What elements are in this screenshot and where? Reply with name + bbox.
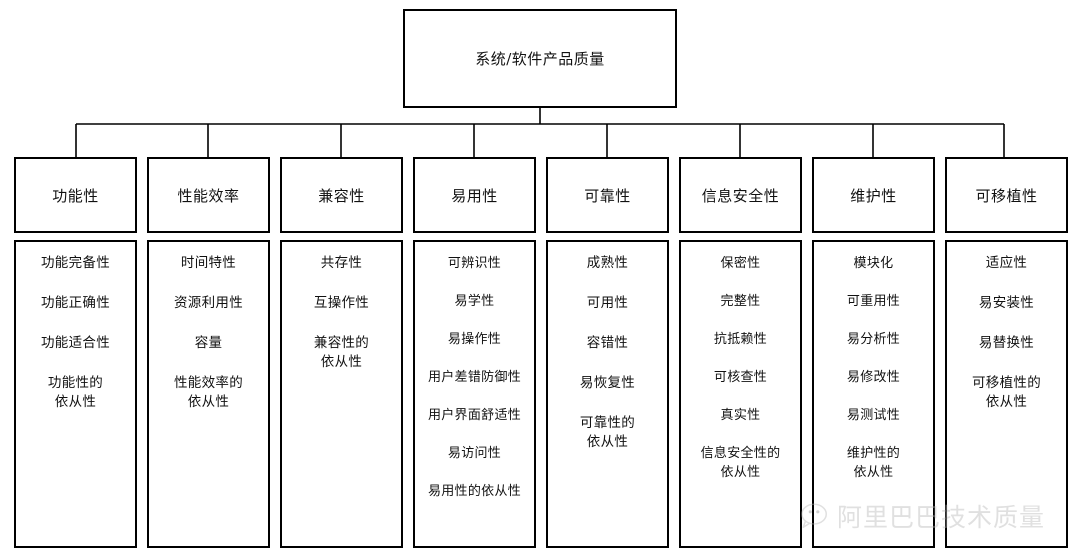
subitem-box-4: 可辨识性 易学性 易操作性 用户差错防御性 用户界面舒适性 易访问性 易用性的依… bbox=[413, 240, 536, 548]
sub-item: 容错性 bbox=[586, 335, 629, 351]
sub-item: 易替换性 bbox=[978, 335, 1035, 351]
category-box-3[interactable]: 兼容性 bbox=[280, 157, 403, 233]
sub-item: 性能效率的 依从性 bbox=[174, 375, 243, 410]
sub-item: 用户差错防御性 bbox=[427, 370, 522, 385]
sub-item: 容量 bbox=[194, 335, 223, 351]
subitem-box-6: 保密性 完整性 抗抵赖性 可核查性 真实性 信息安全性的 依从性 bbox=[679, 240, 802, 548]
subitem-box-2: 时间特性 资源利用性 容量 性能效率的 依从性 bbox=[147, 240, 270, 548]
subitem-box-1: 功能完备性 功能正确性 功能适合性 功能性的 依从性 bbox=[14, 240, 137, 548]
category-box-4[interactable]: 易用性 bbox=[413, 157, 536, 233]
subitem-box-8: 适应性 易安装性 易替换性 可移植性的 依从性 bbox=[945, 240, 1068, 548]
sub-item: 易测试性 bbox=[846, 408, 901, 423]
sub-item: 可靠性的 依从性 bbox=[579, 415, 636, 450]
category-box-2[interactable]: 性能效率 bbox=[147, 157, 270, 233]
category-label: 信息安全性 bbox=[701, 186, 780, 205]
category-box-1[interactable]: 功能性 bbox=[14, 157, 137, 233]
subitem-box-5: 成熟性 可用性 容错性 易恢复性 可靠性的 依从性 bbox=[546, 240, 669, 548]
sub-item: 模块化 bbox=[853, 256, 894, 271]
root-node: 系统/软件产品质量 bbox=[403, 9, 677, 108]
sub-item: 易用性的依从性 bbox=[427, 484, 522, 499]
sub-item: 成熟性 bbox=[586, 255, 629, 271]
sub-item: 易修改性 bbox=[846, 370, 901, 385]
category-box-7[interactable]: 维护性 bbox=[812, 157, 935, 233]
subitem-box-3: 共存性 互操作性 兼容性的 依从性 bbox=[280, 240, 403, 548]
category-label: 易用性 bbox=[451, 186, 498, 205]
subitem-box-7: 模块化 可重用性 易分析性 易修改性 易测试性 维护性的 依从性 bbox=[812, 240, 935, 548]
sub-item: 易学性 bbox=[454, 294, 495, 309]
category-label: 可移植性 bbox=[975, 186, 1038, 205]
category-box-8[interactable]: 可移植性 bbox=[945, 157, 1068, 233]
category-label: 维护性 bbox=[850, 186, 897, 205]
category-label: 兼容性 bbox=[318, 186, 365, 205]
sub-item: 易安装性 bbox=[978, 295, 1035, 311]
sub-item: 真实性 bbox=[720, 408, 761, 423]
sub-item: 时间特性 bbox=[180, 255, 237, 271]
sub-item: 兼容性的 依从性 bbox=[313, 335, 370, 370]
sub-item: 完整性 bbox=[720, 294, 761, 309]
sub-item: 互操作性 bbox=[313, 295, 370, 311]
sub-item: 易分析性 bbox=[846, 332, 901, 347]
sub-item: 功能完备性 bbox=[41, 255, 110, 271]
sub-item: 可核查性 bbox=[713, 370, 768, 385]
category-label: 功能性 bbox=[52, 186, 99, 205]
sub-item: 功能正确性 bbox=[41, 295, 110, 311]
sub-item: 用户界面舒适性 bbox=[427, 408, 522, 423]
sub-item: 共存性 bbox=[320, 255, 363, 271]
sub-item: 适应性 bbox=[985, 255, 1028, 271]
sub-item: 可辨识性 bbox=[447, 256, 502, 271]
sub-item: 信息安全性的 依从性 bbox=[700, 446, 781, 480]
category-box-6[interactable]: 信息安全性 bbox=[679, 157, 802, 233]
category-box-5[interactable]: 可靠性 bbox=[546, 157, 669, 233]
sub-item: 功能性的 依从性 bbox=[47, 375, 104, 410]
sub-item: 资源利用性 bbox=[174, 295, 243, 311]
sub-item: 可用性 bbox=[586, 295, 629, 311]
category-label: 性能效率 bbox=[177, 186, 240, 205]
sub-item: 易恢复性 bbox=[579, 375, 636, 391]
sub-item: 易访问性 bbox=[447, 446, 502, 461]
sub-item: 功能适合性 bbox=[41, 335, 110, 351]
sub-item: 可移植性的 依从性 bbox=[972, 375, 1041, 410]
sub-item: 易操作性 bbox=[447, 332, 502, 347]
sub-item: 维护性的 依从性 bbox=[846, 446, 901, 480]
sub-item: 抗抵赖性 bbox=[713, 332, 768, 347]
root-node-label: 系统/软件产品质量 bbox=[475, 50, 605, 68]
sub-item: 可重用性 bbox=[846, 294, 901, 309]
category-label: 可靠性 bbox=[584, 186, 631, 205]
sub-item: 保密性 bbox=[720, 256, 761, 271]
